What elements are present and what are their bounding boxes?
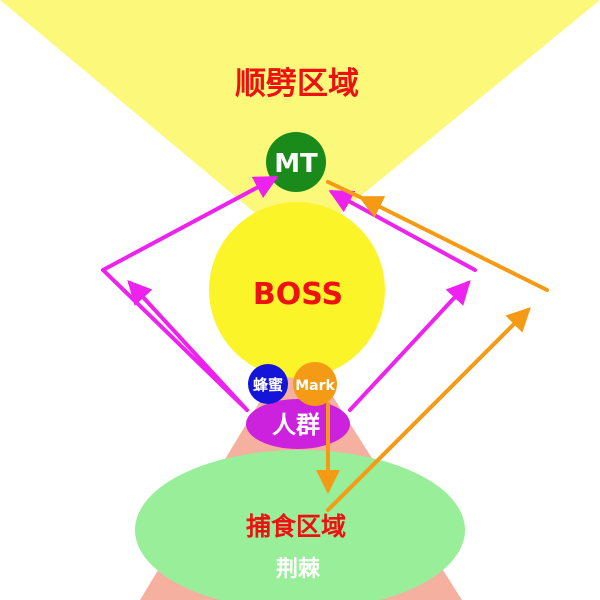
boss-label: BOSS xyxy=(253,277,343,312)
boss-circle xyxy=(209,202,385,378)
honey-circle xyxy=(248,364,288,404)
honey-label: 蜂蜜 xyxy=(253,376,283,394)
mt-circle xyxy=(266,132,326,192)
group-ellipse xyxy=(246,399,350,449)
magenta-route-right xyxy=(328,190,477,412)
cleave-zone xyxy=(0,0,600,248)
capture-zone xyxy=(135,450,465,600)
thorns-label: 荆棘 xyxy=(276,557,321,582)
mt-label: MT xyxy=(274,149,318,179)
group-label: 人群 xyxy=(272,411,320,439)
cleave-zone-label: 顺劈区域 xyxy=(235,66,359,102)
capture-zone-label: 捕食区域 xyxy=(246,512,346,541)
orange-route xyxy=(316,180,549,512)
magenta-route-left xyxy=(101,176,279,412)
mark-circle xyxy=(293,362,337,406)
mark-label: Mark xyxy=(295,378,335,394)
